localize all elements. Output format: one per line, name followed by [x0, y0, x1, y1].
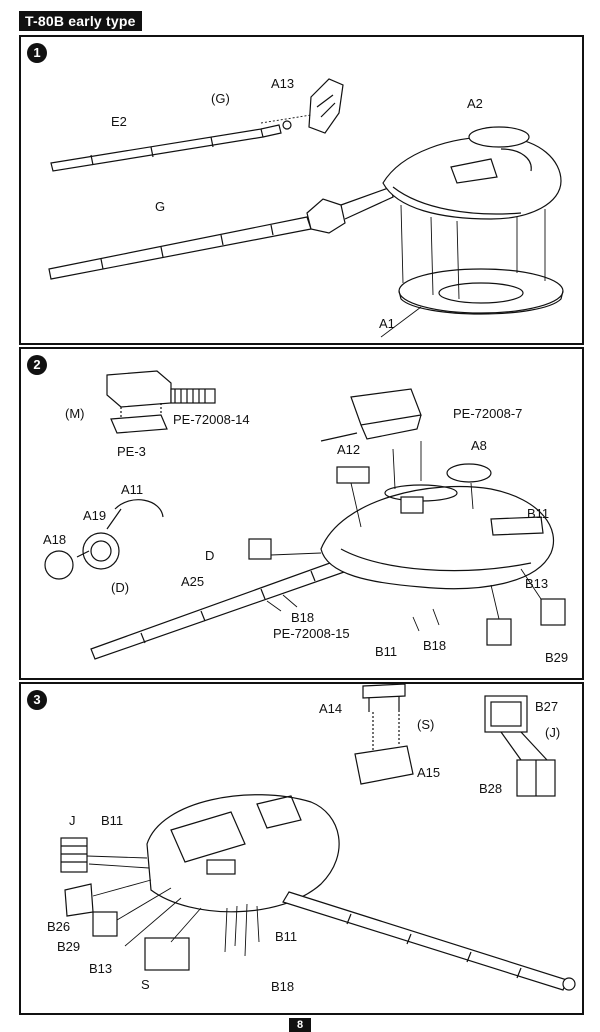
label-a8: A8 [471, 438, 487, 453]
step-1-drawing [48, 78, 564, 338]
label-b29: B29 [545, 650, 569, 665]
label-g-group: (G) [211, 91, 230, 106]
step-number-2: 2 [27, 355, 47, 375]
step-number-3: 3 [27, 690, 47, 710]
label-a2: A2 [467, 96, 483, 111]
turret-a2-drawing [382, 126, 562, 220]
label-d-group: (D) [111, 580, 130, 595]
label-m-group: (M) [65, 406, 85, 421]
page-title: T-80B early type [19, 11, 142, 31]
step-2-drawing [44, 370, 566, 660]
label-b18-right: B18 [423, 638, 447, 653]
assembly-guides [266, 441, 542, 632]
label-b18: B18 [271, 979, 295, 994]
label-d: D [205, 548, 215, 563]
subassembly-j-drawing [484, 695, 556, 797]
roof-parts-drawing [248, 388, 566, 646]
label-b11-left: B11 [101, 813, 124, 828]
assembly-guides [260, 114, 546, 338]
barrel-g-drawing [48, 186, 394, 280]
mantlet-a13-drawing [308, 78, 344, 134]
label-b18-left: B18 [291, 610, 315, 625]
label-s-group: (S) [417, 717, 435, 732]
main-gun-drawing [282, 891, 576, 991]
step-number-1: 1 [27, 43, 47, 63]
label-a19: A19 [83, 508, 107, 523]
label-g: G [155, 199, 166, 214]
turret-ring-a1-drawing [398, 268, 564, 315]
label-j-group: (J) [545, 725, 561, 740]
barrel-e2-drawing [50, 120, 292, 172]
label-s: S [141, 977, 150, 992]
label-b13: B13 [89, 961, 113, 976]
label-a14: A14 [319, 701, 343, 716]
subassembly-m-drawing [106, 370, 216, 434]
label-a1: A1 [379, 316, 395, 331]
side-parts-drawing [60, 837, 190, 971]
label-b11-top: B11 [527, 506, 550, 521]
assembly-guides [86, 855, 260, 957]
step-2-panel: 2 [19, 347, 584, 680]
subassembly-s-drawing [354, 684, 414, 785]
label-a25: A25 [181, 574, 205, 589]
step-3-drawing [60, 684, 576, 991]
step-3-panel: 3 [19, 682, 584, 1015]
label-pe-72008-15: PE-72008-15 [273, 626, 350, 641]
page-number: 8 [289, 1018, 311, 1032]
label-e2: E2 [111, 114, 127, 129]
step-1-panel: 1 [19, 35, 584, 345]
label-a11: A11 [121, 482, 144, 497]
label-b13: B13 [525, 576, 549, 591]
label-b26: B26 [47, 919, 71, 934]
label-pe-3: PE-3 [117, 444, 146, 459]
label-b29: B29 [57, 939, 81, 954]
label-a12: A12 [337, 442, 361, 457]
label-a18: A18 [43, 532, 67, 547]
subassembly-d-drawing [44, 499, 164, 580]
label-a15: A15 [417, 765, 441, 780]
label-b27: B27 [535, 699, 559, 714]
label-j: J [69, 813, 76, 828]
main-gun-drawing [90, 558, 348, 660]
label-pe-72008-7: PE-72008-7 [453, 406, 523, 421]
label-b11-right: B11 [275, 929, 298, 944]
turret-assembly-drawing [146, 794, 340, 913]
label-a13: A13 [271, 76, 295, 91]
label-b11-bottom: B11 [375, 644, 398, 659]
label-pe-72008-14: PE-72008-14 [173, 412, 250, 427]
label-b28: B28 [479, 781, 503, 796]
turret-assembly-drawing [320, 484, 555, 590]
